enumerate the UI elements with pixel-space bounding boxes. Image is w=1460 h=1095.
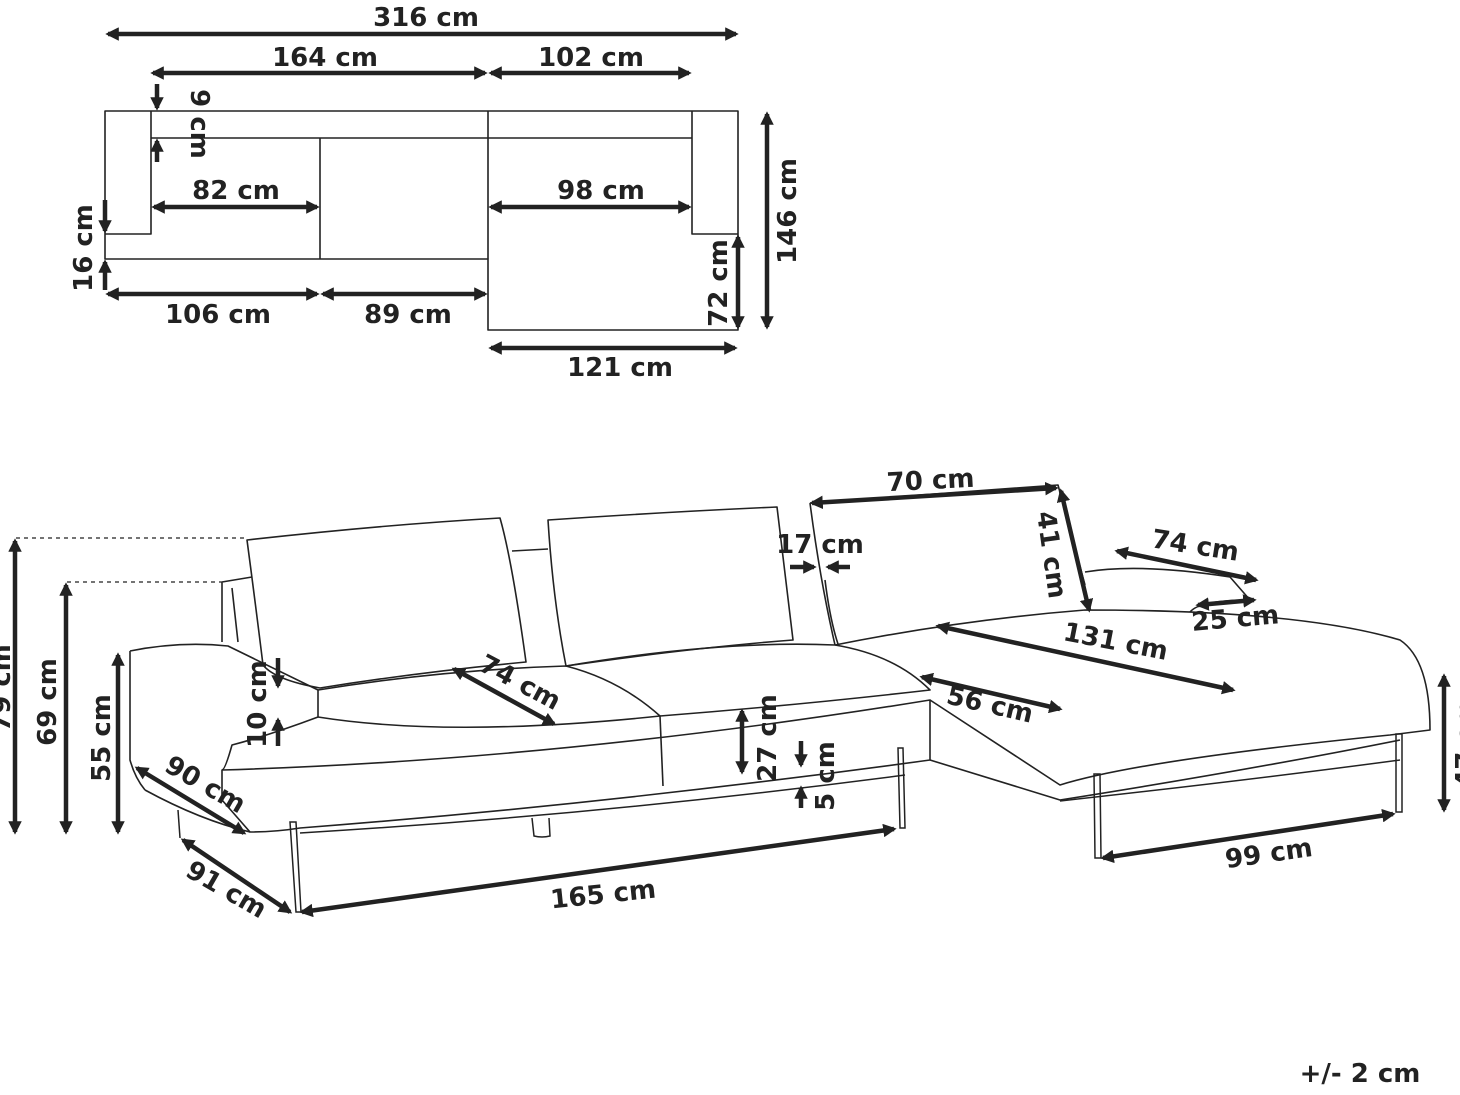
top-view: 316 cm 164 cm 102 cm 9 cm 82 cm 98 cm 16… — [69, 3, 803, 383]
top-view-labels: 316 cm 164 cm 102 cm 9 cm 82 cm 98 cm 16… — [69, 3, 803, 383]
label-tolerance: +/- 2 cm — [1300, 1059, 1421, 1089]
label-backrest-height: 41 cm — [1030, 509, 1072, 600]
label-total-depth: 146 cm — [773, 158, 803, 264]
label-sofa-length: 165 cm — [549, 875, 657, 916]
label-seat-height: 27 cm — [753, 694, 783, 782]
label-chaise-extension: 72 cm — [704, 239, 734, 327]
front-view: 79 cm 69 cm 55 cm 10 cm 74 cm 90 cm 91 c… — [0, 464, 1460, 925]
label-arm-thickness: 10 cm — [243, 660, 273, 748]
label-chaise-length: 131 cm — [1061, 617, 1171, 667]
top-view-dimension-lines — [98, 27, 774, 355]
label-chaise-depth: 56 cm — [944, 681, 1036, 730]
label-total-width: 316 cm — [373, 3, 479, 33]
label-back-depth: 9 cm — [184, 89, 214, 159]
label-back-height: 69 cm — [33, 658, 63, 746]
label-sofa-width: 164 cm — [272, 43, 378, 73]
front-view-labels: 79 cm 69 cm 55 cm 10 cm 74 cm 90 cm 91 c… — [0, 464, 1460, 925]
top-view-outline — [104, 110, 739, 331]
label-armrest-width: 16 cm — [69, 204, 99, 292]
label-middle-section: 89 cm — [364, 300, 452, 330]
label-backrest-thickness: 17 cm — [776, 530, 864, 560]
label-overall-depth: 91 cm — [181, 855, 272, 925]
label-seat2-width: 98 cm — [557, 176, 645, 206]
front-view-dimension-lines — [8, 481, 1451, 918]
front-view-guides — [16, 537, 248, 583]
label-leg-clearance: 5 cm — [811, 741, 841, 811]
label-backrest-width: 70 cm — [886, 464, 975, 499]
label-seat1-width: 82 cm — [192, 176, 280, 206]
label-chaise-width: 102 cm — [538, 43, 644, 73]
label-arm-height: 55 cm — [87, 694, 117, 782]
label-total-height: 79 cm — [0, 644, 17, 732]
label-chaise-arm-width: 25 cm — [1190, 600, 1280, 638]
label-chaise-height: 47 cm — [1451, 700, 1460, 788]
label-left-section: 106 cm — [165, 300, 271, 330]
label-chaise-bottom: 121 cm — [567, 353, 673, 383]
